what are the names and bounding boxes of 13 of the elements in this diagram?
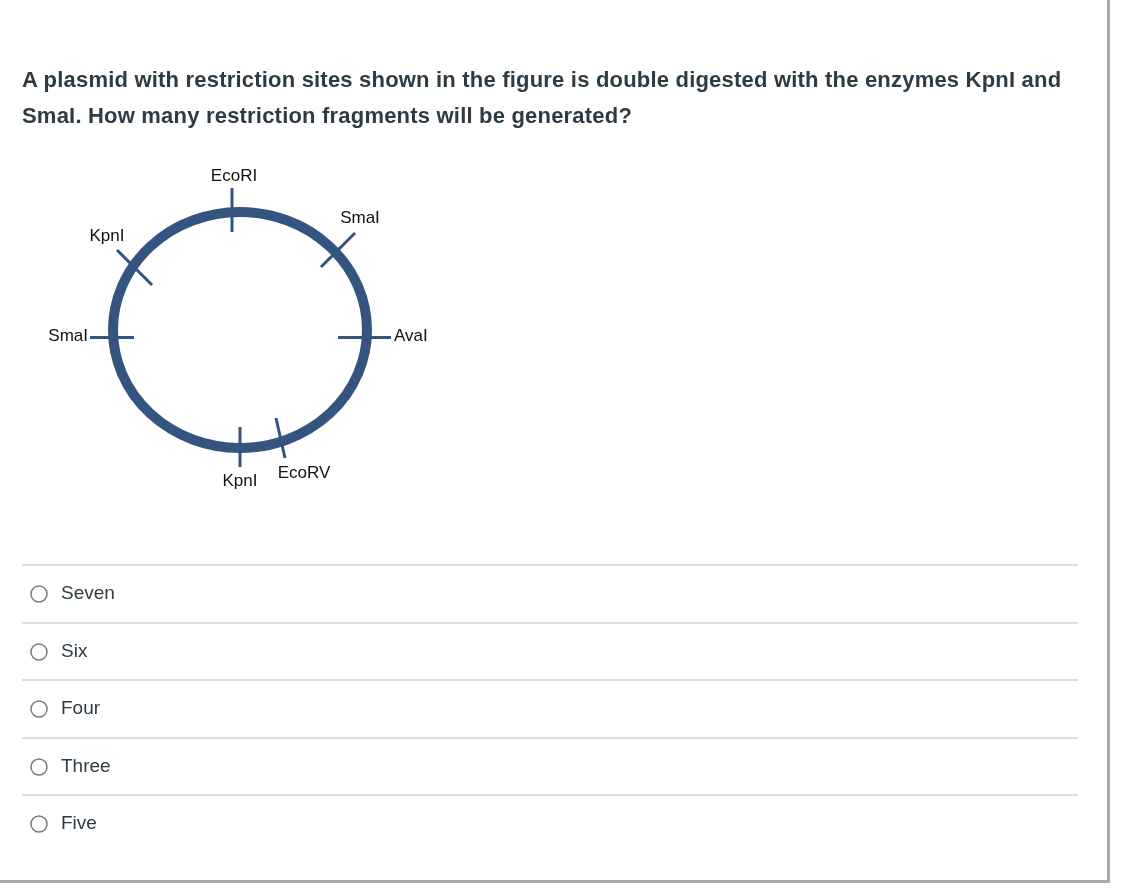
- answer-text: Four: [61, 697, 101, 719]
- site-label: KpnI: [222, 471, 258, 491]
- site-label: SmaI: [48, 326, 88, 346]
- answer-text: Three: [61, 755, 111, 777]
- answer-text: Six: [61, 640, 88, 662]
- site-label: EcoRI: [210, 166, 258, 186]
- site-label: AvaI: [394, 326, 428, 346]
- site-label: KpnI: [89, 226, 125, 246]
- answer-text: Seven: [61, 582, 115, 604]
- site-label: SmaI: [340, 208, 380, 228]
- question-text: A plasmid with restriction sites shown in the figure is double digested with the enzymes KpnI and SmaI. How many restriction fragments will be generated?: [22, 66, 1063, 130]
- site-label: EcoRV: [277, 463, 331, 483]
- answer-text: Five: [61, 812, 97, 834]
